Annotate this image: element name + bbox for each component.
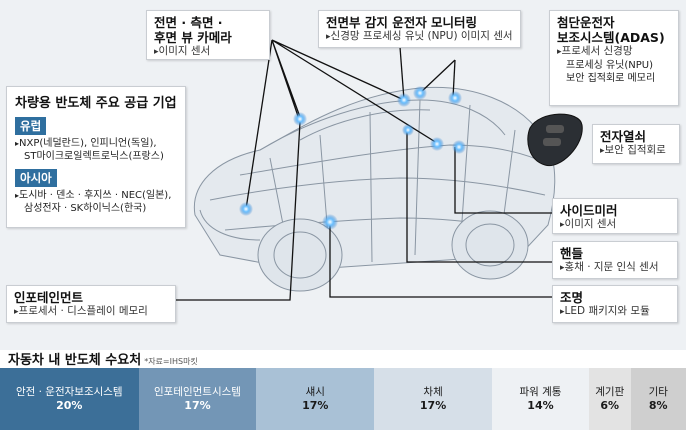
demand-segment-label: 파워 계통	[519, 386, 562, 398]
camera-title-2: 후면 뷰 카메라	[154, 30, 232, 45]
callout-camera: 전면 · 측면 · 후면 뷰 카메라 이미지 센서	[146, 10, 270, 60]
diagram-stage: 전면 · 측면 · 후면 뷰 카메라 이미지 센서 전면부 감지 운전자 모니터…	[0, 0, 686, 350]
demand-segment-pct: 17%	[419, 399, 447, 412]
demand-segment-pct: 6%	[600, 399, 620, 412]
handle-sub: 홍채 · 지문 인식 센서	[560, 261, 670, 275]
adas-sub-1: 프로세서 신경망	[557, 45, 671, 59]
demand-segment-pct: 14%	[527, 399, 554, 412]
mirror-title: 사이드미러	[560, 203, 618, 218]
demand-segment-pct: 17%	[302, 399, 329, 412]
callout-infotainment: 인포테인먼트 프로세서 · 디스플레이 메모리	[6, 285, 176, 323]
infotainment-title: 인포테인먼트	[14, 290, 84, 305]
demand-source: *자료=IHS마킷	[144, 357, 198, 366]
europe-line-2: ST마이크로일렉트로닉스(프랑스)	[24, 151, 164, 162]
adas-sub-3: 보안 집적회로 메모리	[566, 73, 656, 84]
key-sub: 보안 집적회로	[600, 144, 672, 158]
adas-title-1: 첨단운전자	[557, 15, 615, 30]
demand-segment-label: 기타	[648, 386, 668, 398]
region-asia-badge: 아시아	[15, 169, 57, 187]
car-wireframe	[176, 39, 583, 301]
supplier-title: 차량용 반도체 주요 공급 기업	[15, 96, 177, 111]
sensor-points	[239, 86, 466, 230]
light-title: 조명	[560, 290, 584, 305]
demand-segment-label: 안전 · 운전자보조시스템	[15, 386, 123, 398]
demand-title: 자동차 내 반도체 수요처*자료=IHS마킷	[8, 349, 198, 368]
asia-line-1: 도시바 · 덴소 · 후지쓰 · NEC(일본),	[15, 189, 177, 202]
key-fob-icon	[527, 113, 583, 167]
europe-line-1: NXP(네덜란드), 인피니언(독일),	[15, 137, 177, 150]
asia-line-2: 삼성전자 · SK하이닉스(한국)	[24, 203, 147, 214]
callout-handle: 핸들 홍채 · 지문 인식 센서	[552, 241, 678, 279]
camera-title-1: 전면 · 측면 ·	[154, 15, 223, 30]
demand-segment-pct: 8%	[648, 399, 668, 412]
infotainment-sub: 프로세서 · 디스플레이 메모리	[14, 305, 168, 319]
key-title: 전자열쇠	[600, 129, 647, 144]
driver-monitor-sub: 신경망 프로세싱 유닛 (NPU) 이미지 센서	[326, 30, 513, 44]
region-europe-badge: 유럽	[15, 117, 47, 135]
handle-title: 핸들	[560, 246, 584, 261]
demand-segment-label: 차체	[423, 386, 443, 398]
driver-monitor-title: 전면부 감지 운전자 모니터링	[326, 15, 478, 30]
demand-segment-label: 계기판	[595, 386, 625, 398]
callout-side-mirror: 사이드미러 이미지 센서	[552, 198, 678, 234]
callout-adas: 첨단운전자 보조시스템(ADAS) 프로세서 신경망 프로세싱 유닛(NPU) …	[549, 10, 679, 106]
light-sub: LED 패키지와 모듈	[560, 305, 670, 319]
demand-segment-pct: 17%	[184, 399, 211, 412]
supplier-panel: 차량용 반도체 주요 공급 기업 유럽 NXP(네덜란드), 인피니언(독일),…	[6, 86, 186, 228]
demand-segment-pct: 20%	[56, 399, 83, 412]
callout-key: 전자열쇠 보안 집적회로	[592, 124, 680, 164]
mirror-sub: 이미지 센서	[560, 218, 670, 232]
adas-sub-2: 프로세싱 유닛(NPU)	[566, 60, 654, 71]
demand-title-text: 자동차 내 반도체 수요처	[8, 353, 142, 368]
camera-sub: 이미지 센서	[154, 45, 262, 59]
demand-segment-label: 섀시	[305, 386, 325, 398]
demand-segment-label: 인포테인먼트시스템	[154, 386, 241, 398]
adas-title-2: 보조시스템(ADAS)	[557, 30, 665, 45]
callout-lighting: 조명 LED 패키지와 모듈	[552, 285, 678, 323]
callout-driver-monitoring: 전면부 감지 운전자 모니터링 신경망 프로세싱 유닛 (NPU) 이미지 센서	[318, 10, 521, 48]
